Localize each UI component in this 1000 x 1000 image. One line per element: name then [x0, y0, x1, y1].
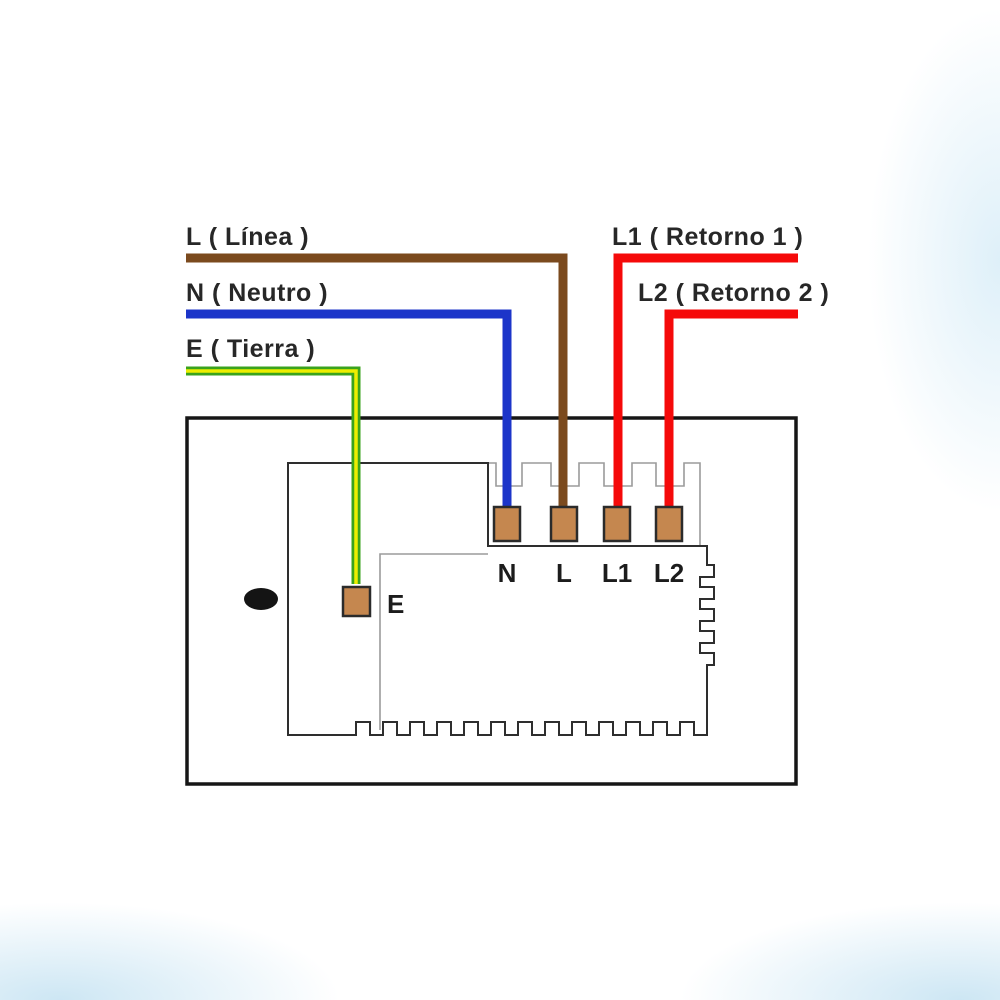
wire-label-neutral: N ( Neutro ) [186, 279, 328, 307]
terminal-label-l2: L2 [654, 558, 684, 588]
terminal-n [492, 505, 522, 543]
module-castellation-top [488, 462, 701, 546]
terminal-l [549, 505, 579, 543]
wire-return1-red [613, 253, 798, 506]
wire-earth-yellow-stripe [186, 369, 358, 584]
wire-label-earth: E ( Tierra ) [186, 335, 315, 363]
terminal-l1 [602, 505, 632, 543]
wire-label-return1: L1 ( Retorno 1 ) [612, 223, 803, 251]
terminal-label-l: L [556, 558, 572, 588]
wire-neutral-blue [186, 309, 512, 506]
terminal-e [341, 585, 372, 618]
terminal-label-n: N [498, 558, 517, 588]
terminal-l2 [654, 505, 684, 543]
terminal-label-l1: L1 [602, 558, 632, 588]
wire-label-return2: L2 ( Retorno 2 ) [638, 279, 829, 307]
module-inner-outline [379, 553, 488, 730]
wire-label-line: L ( Línea ) [186, 223, 309, 251]
terminal-label-e: E [387, 589, 404, 619]
indicator-oval-icon [244, 588, 278, 610]
module-outline [287, 462, 715, 736]
wire-line-brown [186, 253, 568, 506]
wire-return2-red [664, 309, 798, 506]
